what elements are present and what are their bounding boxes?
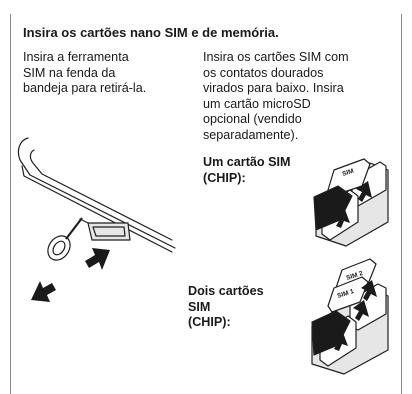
- single-sim-label-line: (CHIP):: [203, 170, 246, 185]
- step-one-text: Insira a ferramenta SIM na fenda da band…: [23, 50, 183, 97]
- single-sim-label-line: Um cartão SIM: [203, 155, 291, 169]
- arrow-icon: [356, 181, 372, 202]
- single-sim-tray-illustration: SIM: [313, 158, 389, 247]
- step-one-line: SIM na fenda da: [23, 65, 116, 80]
- section-title: Insira os cartões nano SIM e de memória.: [23, 25, 279, 40]
- step-two-line: separadamente).: [203, 127, 299, 142]
- arrow-icon: [85, 248, 110, 270]
- dual-sim-tray-illustration: SIM 2 SIM 1: [311, 258, 389, 375]
- single-sim-label: Um cartão SIM (CHIP):: [203, 155, 293, 186]
- dual-sim-label: Dois cartões SIM (CHIP):: [188, 284, 288, 331]
- step-two-text: Insira os cartões SIM com os contatos do…: [203, 50, 393, 143]
- section-frame: [10, 14, 402, 394]
- sim-tool-icon: [47, 217, 83, 261]
- dual-sim-label-line: (CHIP):: [188, 315, 231, 329]
- arrow-icon: [361, 280, 377, 301]
- dual-sim-label-line: Dois cartões SIM: [188, 284, 264, 314]
- step-one-line: Insira a ferramenta: [23, 50, 129, 64]
- step-one-line: bandeja para retirá-la.: [23, 81, 147, 95]
- step-two-line: virados para baixo. Insira: [203, 81, 344, 95]
- single-sim-card-label: SIM: [341, 168, 354, 178]
- arrow-icon: [31, 281, 56, 302]
- step-two-line: opcional (vendido: [203, 112, 302, 126]
- step-two-line: Insira os cartões SIM com: [203, 50, 349, 64]
- arrow-icon: [332, 330, 348, 351]
- arrow-icon: [334, 207, 350, 228]
- phone-tray-illustration: [17, 137, 176, 302]
- step-two-line: os contatos dourados: [203, 65, 324, 80]
- arrow-icon: [353, 300, 369, 321]
- step-two-line: um cartão microSD: [203, 96, 311, 111]
